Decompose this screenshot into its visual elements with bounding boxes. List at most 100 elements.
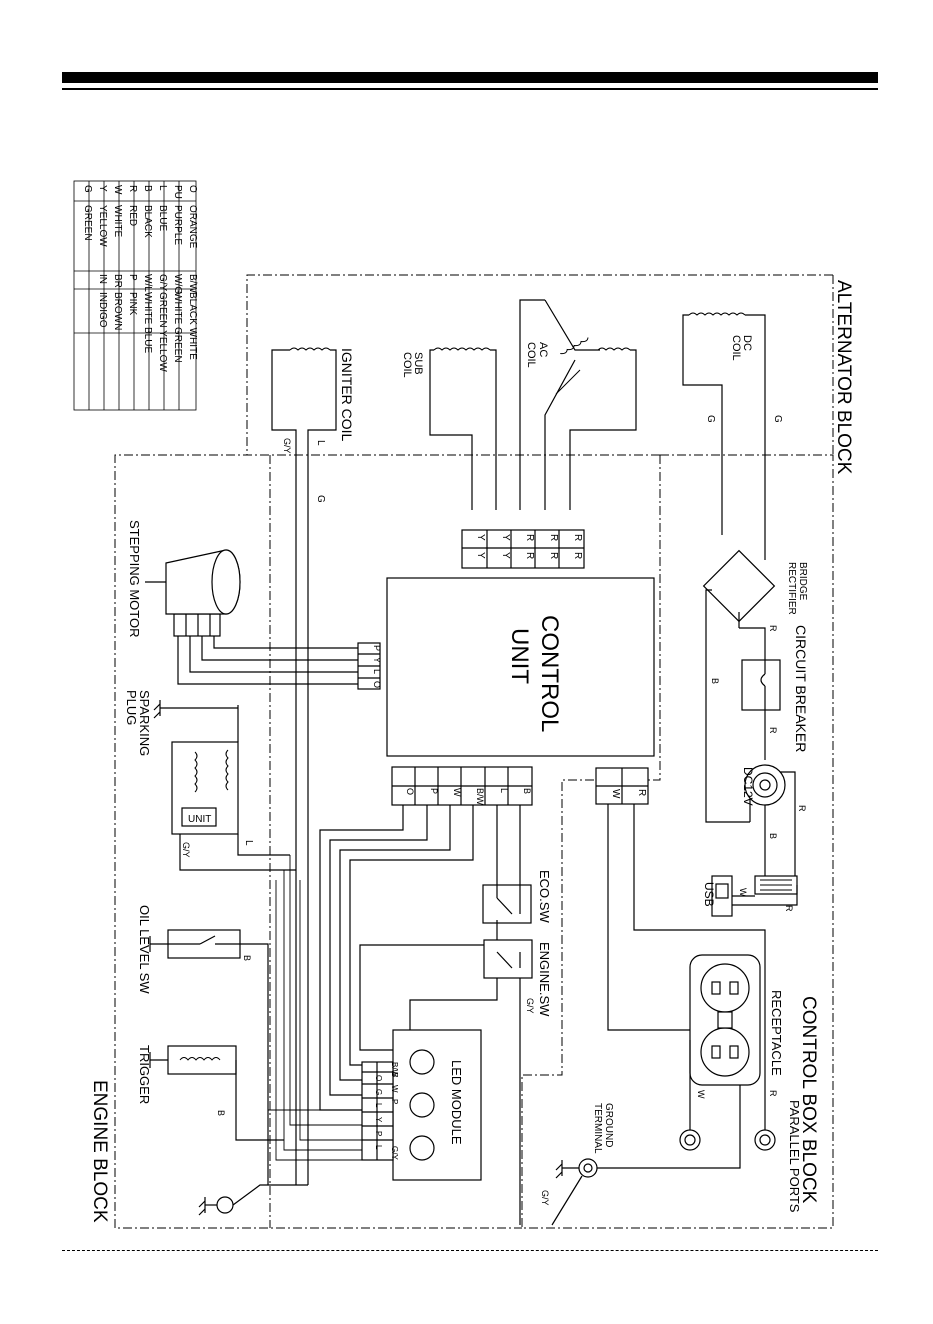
bottom-connector-pin: B: [522, 788, 532, 794]
legend-code: L: [157, 185, 168, 191]
svg-text:G/Y: G/Y: [181, 842, 191, 858]
igniter-coil: IGNITER COIL L G/Y G: [271, 347, 355, 1185]
legend-color: WHITE GREEN: [172, 292, 183, 363]
top-connector-pin: Y: [500, 534, 511, 541]
ignition-unit: UNIT SPARKING PLUG L G/Y: [124, 690, 296, 871]
svg-text:UNIT: UNIT: [188, 814, 211, 825]
right-connector-pin: R: [636, 789, 647, 796]
usb-port: USB W R: [702, 875, 798, 917]
legend-code: G/Y: [157, 274, 168, 292]
svg-text:R: R: [768, 1090, 778, 1097]
svg-text:B: B: [768, 833, 778, 839]
svg-text:R: R: [784, 905, 794, 912]
legend-code: R: [127, 185, 138, 192]
legend-color: BLACK WHITE: [187, 292, 198, 360]
legend-code: W/L: [142, 274, 153, 292]
legend-color: GREEN YELLOW: [157, 292, 168, 372]
control-unit: CONTROL UNIT: [386, 577, 655, 757]
bottom-connector-pin: W: [452, 788, 462, 797]
bottom-connector-pin: P: [429, 788, 439, 794]
bridge-rectifier: BRIDGE RECTIFIER R B: [702, 549, 808, 823]
svg-text:ECO.SW: ECO.SW: [537, 870, 552, 923]
legend-code: B: [142, 185, 153, 192]
led-connector-pin: B: [390, 1072, 399, 1077]
top-connector-pin: R: [548, 534, 559, 541]
oil-level-switch: OIL LEVEL SW B: [137, 905, 269, 1185]
block-borders: [114, 274, 834, 1229]
header-bar: [62, 72, 878, 83]
svg-text:L: L: [243, 840, 254, 846]
led-connector-pin: B/W: [390, 1062, 399, 1078]
led-connector-pin: O: [374, 1075, 383, 1081]
led-connector-pin: Y: [374, 1117, 383, 1123]
svg-text:TRIGGER: TRIGGER: [137, 1045, 152, 1104]
receptacle: RECEPTACLE W R: [689, 954, 784, 1137]
led-connector-pin: P: [390, 1099, 399, 1104]
svg-text:COIL: COIL: [525, 342, 537, 368]
top-connector-pin: R: [572, 534, 583, 541]
legend-code: IN: [97, 274, 108, 284]
bottom-connector-pin: L: [499, 788, 509, 793]
svg-text:G/Y: G/Y: [540, 1190, 550, 1206]
svg-text:OIL LEVEL SW: OIL LEVEL SW: [137, 905, 152, 994]
svg-text:CONTROL: CONTROL: [536, 615, 563, 732]
svg-text:AC: AC: [537, 342, 549, 357]
legend-code: P: [127, 274, 138, 281]
svg-text:L: L: [315, 440, 326, 446]
legend-color: ORANGE: [187, 205, 198, 249]
top-connector-pin: Y: [475, 534, 486, 541]
svg-text:CIRCUIT BREAKER: CIRCUIT BREAKER: [793, 625, 809, 752]
svg-text:RECTIFIER: RECTIFIER: [786, 562, 797, 615]
svg-text:R: R: [797, 805, 807, 812]
motor-connector-pin: O: [372, 681, 382, 688]
top-connector-pin: R: [548, 552, 559, 559]
svg-text:UNIT: UNIT: [506, 628, 533, 684]
led-connector-pin: L: [374, 1145, 383, 1150]
parallel-ports: PARALLEL PORTS: [679, 1100, 802, 1213]
harness: [268, 855, 362, 1161]
top-connector-pin: R: [572, 552, 583, 559]
svg-text:W: W: [738, 888, 748, 897]
legend-code: Y: [97, 185, 108, 192]
svg-text:BRIDGE: BRIDGE: [797, 562, 808, 601]
legend-color: BLUE: [157, 205, 168, 231]
legend-code: W/G: [172, 274, 183, 294]
svg-text:STEPPING MOTOR: STEPPING MOTOR: [127, 520, 142, 638]
engine-switch: ENGINE.SW G/Y: [409, 939, 552, 1225]
legend-color: BLACK: [142, 205, 153, 238]
motor-connector-pin: L: [372, 669, 382, 674]
legend-code: B/W: [187, 274, 198, 293]
led-connector-pin: W: [390, 1085, 399, 1093]
legend-color: WHITE BLUE: [142, 292, 153, 353]
svg-text:PARALLEL PORTS: PARALLEL PORTS: [787, 1100, 802, 1213]
svg-text:LED MODULE: LED MODULE: [449, 1060, 464, 1145]
legend-color: PINK: [127, 292, 138, 316]
svg-text:RECEPTACLE: RECEPTACLE: [769, 990, 784, 1076]
svg-text:R: R: [768, 625, 778, 632]
top-connector-pin: Y: [500, 552, 511, 559]
trigger: TRIGGER B: [137, 1045, 284, 1141]
dc12v-socket: DC12V R B: [741, 764, 807, 891]
ground-terminal: GROUND TERMINAL G/Y: [540, 1085, 741, 1226]
alternator-block-title: ALTERNATOR BLOCK: [833, 280, 854, 475]
svg-text:IGNITER COIL: IGNITER COIL: [339, 348, 355, 442]
svg-text:G: G: [772, 415, 783, 423]
svg-text:GROUND: GROUND: [603, 1103, 614, 1147]
legend-code: W: [112, 185, 123, 195]
led-connector-pin: L: [374, 1103, 383, 1108]
led-connector-pin: G/Y: [390, 1146, 399, 1160]
motor-connector-pin: P: [372, 645, 382, 651]
svg-text:PLUG: PLUG: [124, 690, 139, 725]
sub-coil: SUB COIL: [401, 347, 497, 510]
led-connector-pin: P: [374, 1131, 383, 1136]
legend-code: PU: [172, 185, 183, 199]
svg-text:ENGINE.SW: ENGINE.SW: [537, 942, 552, 1017]
svg-text:W: W: [696, 1090, 706, 1099]
top-connector-pin: R: [524, 534, 535, 541]
svg-text:SPARKING: SPARKING: [137, 690, 152, 756]
svg-text:G/Y: G/Y: [282, 438, 292, 454]
